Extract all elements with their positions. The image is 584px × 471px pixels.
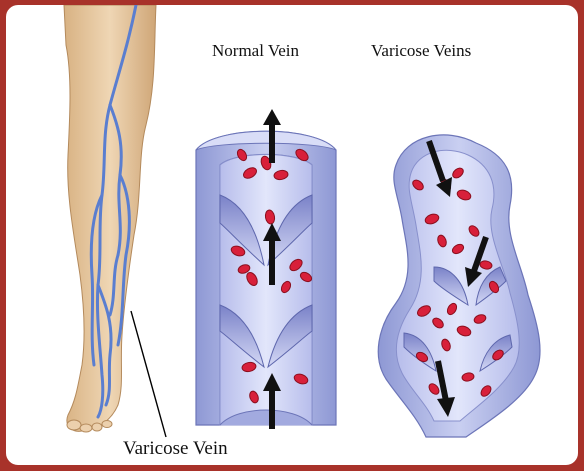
- leg-illustration-icon: [64, 5, 156, 432]
- normal-vein-section-icon: [196, 109, 336, 429]
- varicose-veins-label: Varicose Veins: [371, 41, 471, 61]
- varicose-pointer-line: [131, 311, 166, 437]
- normal-vein-label: Normal Vein: [212, 41, 299, 61]
- varicose-vein-label: Varicose Vein: [123, 438, 228, 460]
- varicose-vein-section-icon: [378, 135, 540, 437]
- diagram-card: Normal Vein Varicose Veins Varicose Vein: [4, 3, 580, 467]
- diagram-canvas: [6, 5, 580, 467]
